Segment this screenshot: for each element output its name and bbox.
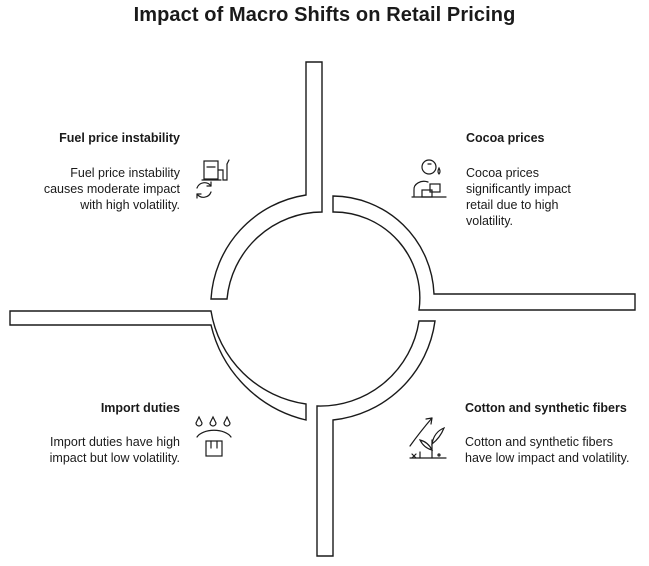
- fuel-pump-icon: [196, 159, 230, 199]
- top-left-arc: [210, 61, 323, 300]
- cocoa-prices-heading: Cocoa prices: [466, 131, 545, 145]
- cotton-fibers-heading: Cotton and synthetic fibers: [465, 401, 627, 415]
- import-package-icon: [195, 415, 232, 457]
- top-right-arc: [332, 195, 636, 311]
- bottom-right-arc: [316, 320, 436, 557]
- page-title: Impact of Macro Shifts on Retail Pricing: [133, 4, 516, 26]
- cocoa-prices-description: Cocoa prices significantly impact retail…: [466, 166, 571, 228]
- fuel-price-heading: Fuel price instability: [59, 131, 180, 145]
- import-duties-heading: Import duties: [100, 401, 180, 415]
- cotton-fibers-description: Cotton and synthetic fibers have low imp…: [465, 435, 630, 465]
- fuel-price-description: Fuel price instability causes moderate i…: [43, 166, 180, 212]
- cocoa-worker-icon: [411, 159, 447, 198]
- import-duties-description: Import duties have high impact but low v…: [49, 435, 180, 465]
- bottom-left-arc: [9, 310, 307, 421]
- plant-growth-icon: [409, 417, 447, 459]
